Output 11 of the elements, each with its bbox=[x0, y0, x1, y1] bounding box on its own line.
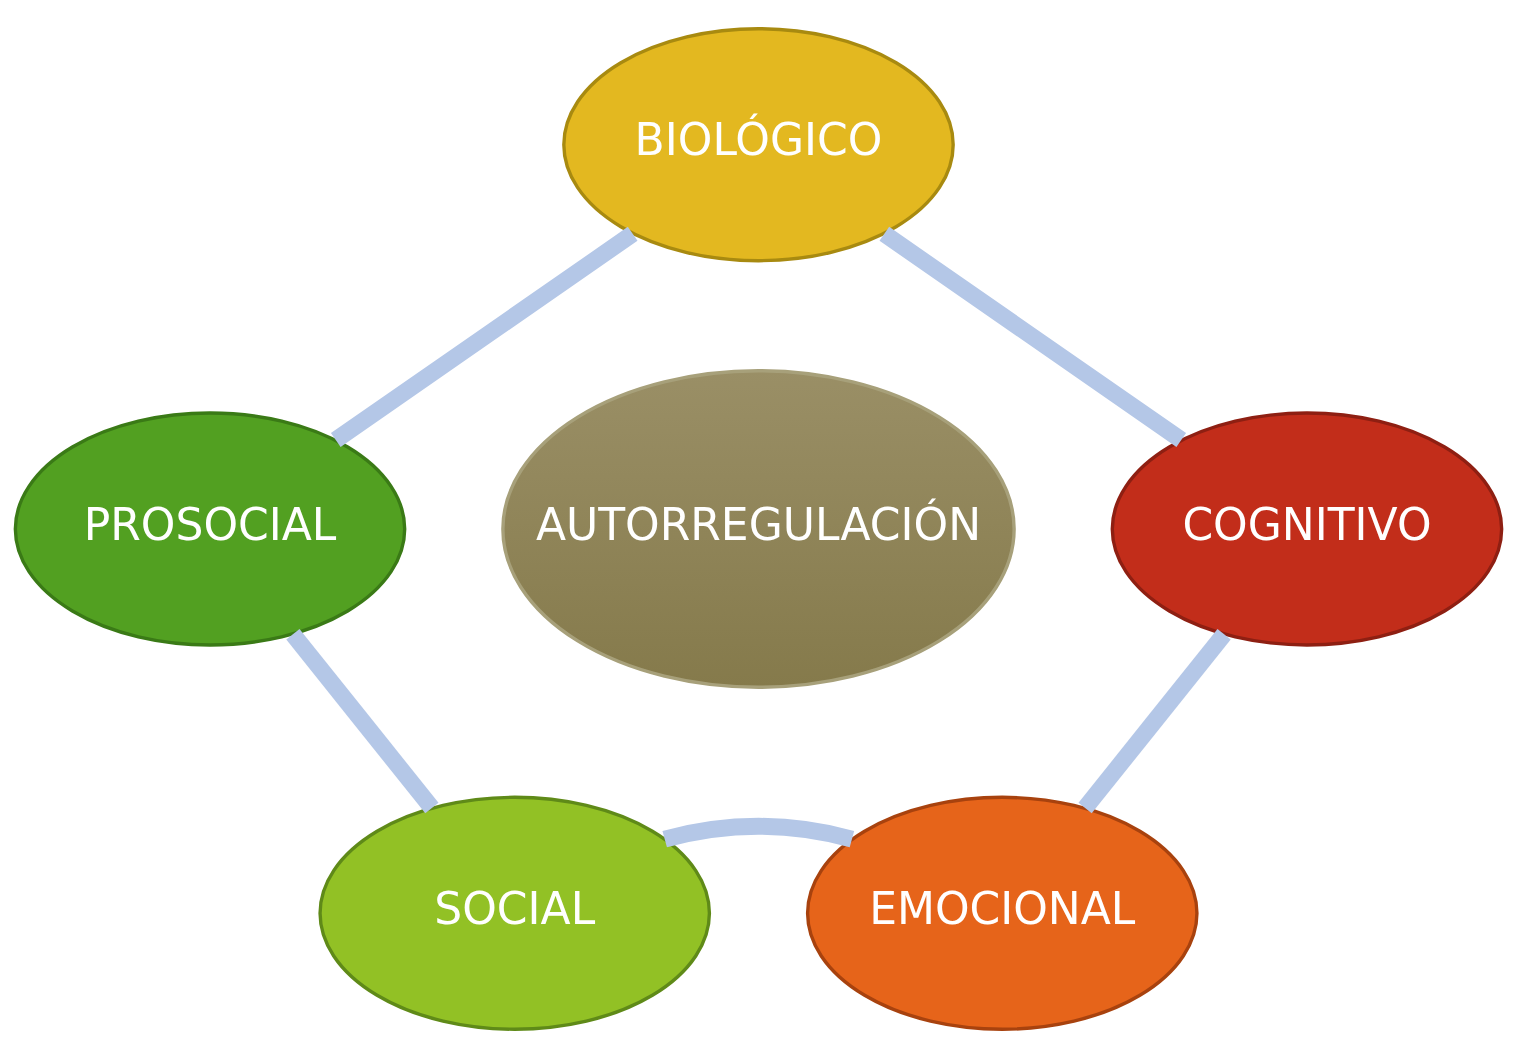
node-ellipse: COGNITIVO bbox=[1110, 411, 1504, 647]
node-ellipse: PROSOCIAL bbox=[13, 411, 407, 647]
node-ellipse: SOCIAL bbox=[318, 795, 712, 1031]
connector bbox=[879, 226, 1187, 447]
node-ellipse: EMOCIONAL bbox=[805, 795, 1199, 1031]
connector bbox=[1078, 629, 1231, 814]
node-ellipse: AUTORREGULACIÓN bbox=[501, 369, 1016, 689]
node-ellipse: BIOLÓGICO bbox=[562, 27, 955, 263]
connector bbox=[662, 817, 854, 848]
connector bbox=[330, 226, 638, 447]
connector bbox=[286, 629, 439, 814]
